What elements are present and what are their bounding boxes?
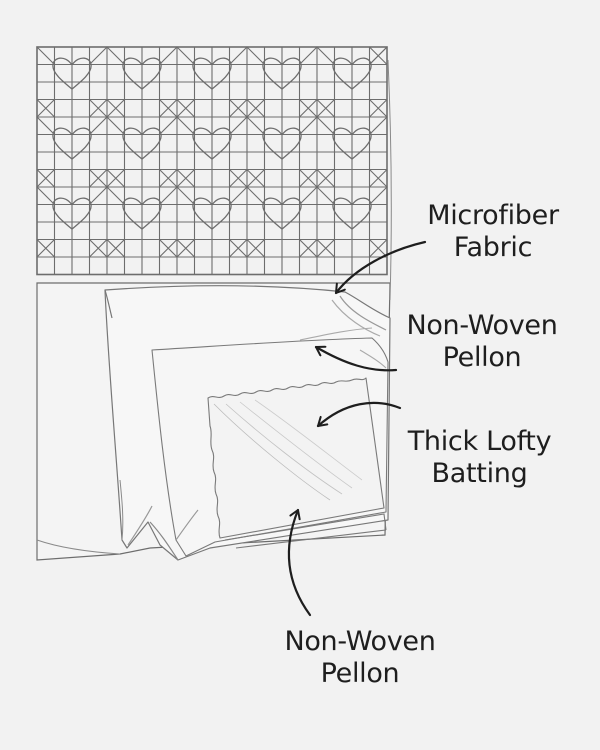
quilt-x-mark: [158, 168, 178, 188]
layer-batting: [207, 377, 385, 539]
quilt-x-mark: [246, 98, 266, 118]
quilt-diagonal: [300, 116, 318, 134]
label-microfiber-line1: Microfiber: [427, 200, 559, 231]
quilt-x-mark: [88, 238, 108, 258]
quilt-heart: [262, 197, 302, 230]
quilt-x-mark: [36, 238, 56, 258]
cover-wrinkles: [36, 59, 392, 555]
quilt-x-mark: [368, 46, 388, 66]
label-thick-lofty-batting: Thick Lofty Batting: [392, 426, 567, 490]
quilt-diagonal: [370, 116, 388, 134]
quilt-diagonal: [246, 116, 264, 134]
quilt-diagonal: [176, 186, 194, 204]
quilt-x-mark: [36, 168, 56, 188]
quilt-diagonal: [246, 46, 264, 64]
quilt-heart: [52, 197, 92, 230]
quilt-diagonal: [36, 46, 54, 64]
quilt-diagonal: [90, 116, 108, 134]
quilt-x-mark: [228, 238, 248, 258]
quilt-diagonal: [230, 186, 248, 204]
quilt-x-mark: [316, 168, 336, 188]
quilt-x-mark: [158, 238, 178, 258]
quilt-x-mark: [176, 168, 196, 188]
quilt-diagonal: [370, 186, 388, 204]
label-pellon-top-line1: Non-Woven: [406, 310, 558, 341]
quilt-x-mark: [176, 98, 196, 118]
callout-arrows: [287, 240, 427, 617]
quilt-heart: [52, 127, 92, 160]
arrow-pellon-top: [314, 345, 398, 372]
quilt-diagonal: [160, 116, 178, 134]
quilt-heart: [332, 57, 372, 90]
quilt-diagonal: [106, 186, 124, 204]
quilt-x-mark: [88, 168, 108, 188]
quilt-x-mark: [228, 168, 248, 188]
quilt-x-mark: [368, 238, 388, 258]
quilt-x-mark: [316, 98, 336, 118]
quilt-x-mark: [298, 98, 318, 118]
quilt-diagonal: [316, 46, 334, 64]
quilt-x-mark: [298, 168, 318, 188]
label-non-woven-pellon-top: Non-Woven Pellon: [392, 310, 572, 374]
quilt-x-mark: [106, 98, 126, 118]
quilt-x-mark: [176, 238, 196, 258]
label-pellon-top-line2: Pellon: [442, 342, 522, 373]
quilt-x-mark: [368, 168, 388, 188]
label-pellon-bottom-line1: Non-Woven: [284, 626, 436, 657]
quilt-x-mark: [88, 98, 108, 118]
quilt-diagonal: [300, 186, 318, 204]
quilt-diagonal: [246, 186, 264, 204]
quilt-heart: [192, 127, 232, 160]
quilt-heart: [122, 197, 162, 230]
quilt-x-mark: [246, 238, 266, 258]
quilt-x-mark: [228, 98, 248, 118]
quilt-heart: [262, 127, 302, 160]
label-non-woven-pellon-bottom: Non-Woven Pellon: [270, 626, 450, 690]
quilt-diagonal: [316, 186, 334, 204]
arrow-batting: [316, 401, 402, 428]
quilt-diagonal: [90, 186, 108, 204]
label-microfiber-line2: Fabric: [453, 232, 533, 263]
quilt-x-mark: [316, 238, 336, 258]
quilt-x-mark: [36, 98, 56, 118]
quilt-heart: [122, 57, 162, 90]
quilt-x-mark: [106, 168, 126, 188]
quilt-diagonal: [106, 46, 124, 64]
label-batting-line1: Thick Lofty: [407, 426, 552, 457]
quilt-diagonal: [90, 46, 108, 64]
quilt-heart: [52, 57, 92, 90]
label-microfiber-fabric: Microfiber Fabric: [418, 200, 568, 264]
quilt-x-mark: [158, 98, 178, 118]
quilt-diagonal: [36, 186, 54, 204]
label-batting-line2: Batting: [431, 458, 528, 489]
quilt-diagonal: [230, 46, 248, 64]
quilt-diagonal: [160, 46, 178, 64]
quilt-diagonal: [36, 116, 54, 134]
quilt-diagonal: [160, 186, 178, 204]
quilt-x-mark: [246, 168, 266, 188]
arrow-pellon-bottom: [287, 508, 312, 617]
quilt-heart: [332, 197, 372, 230]
quilt-x-mark: [368, 98, 388, 118]
quilt-heart: [262, 57, 302, 90]
microfiber-quilt-pattern: [36, 46, 388, 276]
quilt-diagonal: [316, 116, 334, 134]
quilt-x-mark: [106, 238, 126, 258]
quilt-heart: [192, 57, 232, 90]
quilt-diagonal: [230, 116, 248, 134]
quilt-diagonal: [106, 116, 124, 134]
quilt-heart: [122, 127, 162, 160]
layer-pellon-bottom: [224, 513, 387, 549]
quilt-diagonal: [300, 46, 318, 64]
arrow-microfiber: [334, 240, 427, 295]
quilt-diagonal: [176, 116, 194, 134]
quilt-heart: [192, 197, 232, 230]
label-pellon-bottom-line2: Pellon: [320, 658, 400, 689]
quilt-diagonal: [176, 46, 194, 64]
quilt-heart: [332, 127, 372, 160]
quilt-x-mark: [298, 238, 318, 258]
